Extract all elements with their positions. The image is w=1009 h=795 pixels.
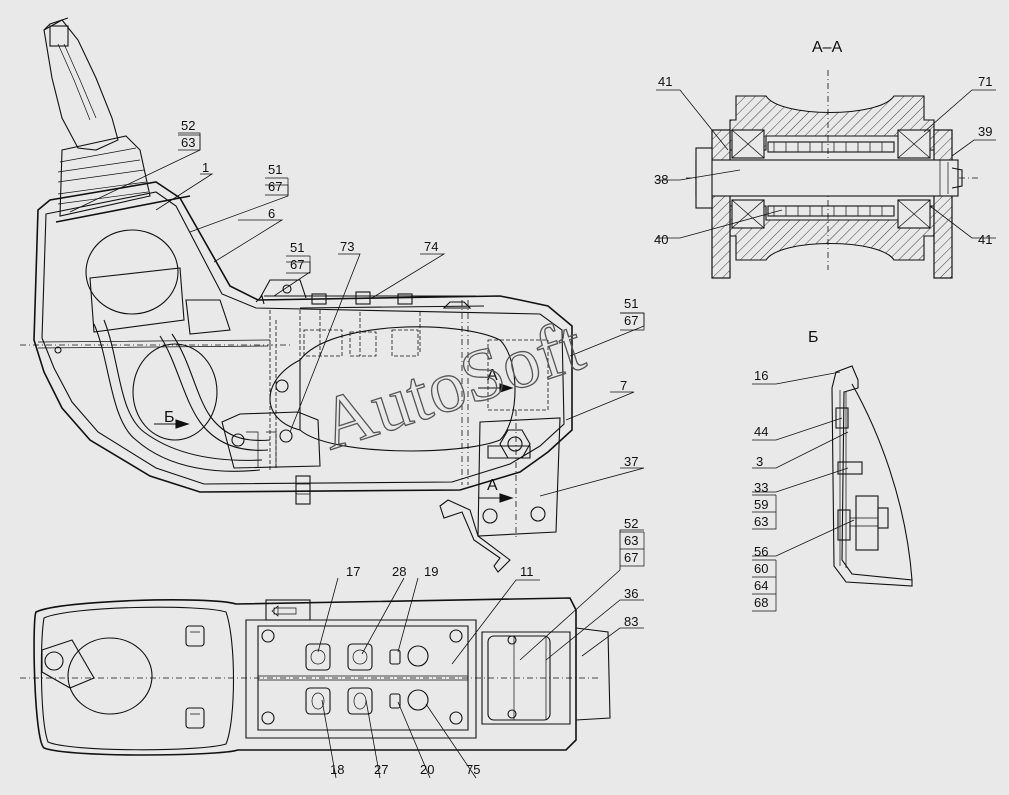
label-51: 51 <box>268 162 282 177</box>
label-41: 41 <box>658 74 672 89</box>
cut-mark-b-arrow: Б <box>164 409 175 426</box>
label-1: 1 <box>202 160 209 175</box>
switch-28 <box>347 643 373 671</box>
view-b: Б 16 44 3 33 59 63 56 60 64 68 <box>752 329 913 612</box>
label-16: 16 <box>754 368 768 383</box>
label-60: 60 <box>754 561 768 576</box>
label-28: 28 <box>392 564 406 579</box>
label-33: 33 <box>754 480 768 495</box>
label-63: 63 <box>181 135 195 150</box>
label-38: 38 <box>654 172 668 187</box>
plan-view: 17 28 19 11 52 63 67 36 83 18 27 20 75 <box>20 516 645 779</box>
section-a-a: А–А <box>654 39 996 279</box>
label-63: 63 <box>624 533 638 548</box>
label-3: 3 <box>756 454 763 469</box>
label-67: 67 <box>290 257 304 272</box>
label-71: 71 <box>978 74 992 89</box>
label-68: 68 <box>754 595 768 610</box>
label-27: 27 <box>374 762 388 777</box>
label-7: 7 <box>620 378 627 393</box>
housing-outline <box>33 181 573 493</box>
label-39: 39 <box>978 124 992 139</box>
label-6: 6 <box>268 206 275 221</box>
label-44: 44 <box>754 424 768 439</box>
label-83: 83 <box>624 614 638 629</box>
label-67: 67 <box>624 550 638 565</box>
label-20: 20 <box>420 762 434 777</box>
label-17: 17 <box>346 564 360 579</box>
label-40: 40 <box>654 232 668 247</box>
switch-17 <box>305 643 331 671</box>
label-73: 73 <box>340 239 354 254</box>
label-75: 75 <box>466 762 480 777</box>
label-19: 19 <box>424 564 438 579</box>
label-51: 51 <box>624 296 638 311</box>
switch-18 <box>305 687 331 715</box>
label-67: 67 <box>624 313 638 328</box>
label-59: 59 <box>754 497 768 512</box>
cut-mark-a-lower: А <box>487 477 498 494</box>
label-52: 52 <box>181 118 195 133</box>
main-side-view: А А Б 52 63 1 51 67 6 51 67 73 74 51 67 … <box>20 17 645 573</box>
label-11: 11 <box>520 564 534 579</box>
label-74: 74 <box>424 239 438 254</box>
label-51: 51 <box>290 240 304 255</box>
label-52: 52 <box>624 516 638 531</box>
label-56: 56 <box>754 544 768 559</box>
switch-27 <box>347 687 373 715</box>
joystick-handle <box>43 17 119 151</box>
label-37: 37 <box>624 454 638 469</box>
label-63: 63 <box>754 514 768 529</box>
cut-mark-a-upper: А <box>487 367 498 384</box>
label-41: 41 <box>978 232 992 247</box>
label-18: 18 <box>330 762 344 777</box>
label-67: 67 <box>268 179 282 194</box>
indicator-19 <box>389 649 401 665</box>
label-64: 64 <box>754 578 768 593</box>
label-36: 36 <box>624 586 638 601</box>
section-title: А–А <box>812 39 843 56</box>
mounting-bracket <box>439 410 561 573</box>
view-title: Б <box>808 329 819 346</box>
indicator-20 <box>389 693 401 709</box>
